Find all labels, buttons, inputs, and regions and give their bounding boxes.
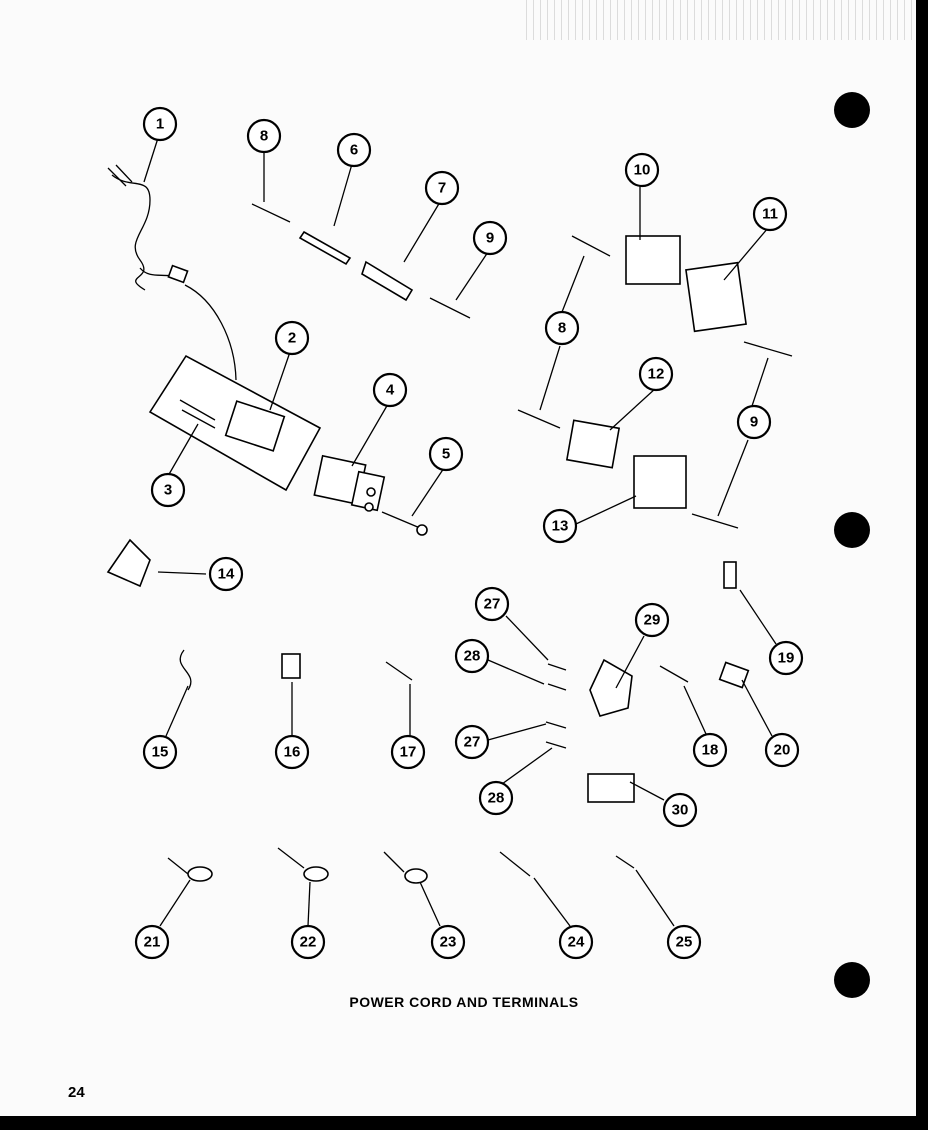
callout-27: 27 [474,586,510,622]
svg-text:12: 12 [648,366,665,383]
page-number: 24 [68,1084,85,1101]
svg-text:5: 5 [442,446,450,463]
svg-text:23: 23 [440,934,457,951]
part-6-7-8-9-row [251,203,471,319]
svg-text:6: 6 [350,142,358,159]
scan-border-bottom [0,1116,928,1130]
callout-27b: 27 [454,724,490,760]
callout-16: 16 [274,734,310,770]
svg-text:11: 11 [762,206,778,223]
callout-15: 15 [142,734,178,770]
callout-25: 25 [666,924,702,960]
callout-21: 21 [134,924,170,960]
svg-text:30: 30 [672,802,689,819]
svg-text:8: 8 [558,320,566,337]
svg-text:24: 24 [568,934,585,951]
diagram-caption: POWER CORD AND TERMINALS [349,994,579,1010]
part-1-power-cord [107,164,237,381]
callout-19: 19 [768,640,804,676]
svg-text:3: 3 [164,482,172,499]
svg-text:19: 19 [778,650,795,667]
callout-30: 30 [662,792,698,828]
part-12-13-connectors [517,409,739,529]
callout-5: 5 [428,436,464,472]
callout-8: 8 [246,118,282,154]
svg-text:16: 16 [284,744,301,761]
callout-14: 14 [208,556,244,592]
svg-text:29: 29 [644,612,661,629]
callout-4: 4 [372,372,408,408]
callout-6: 6 [336,132,372,168]
svg-text:9: 9 [750,414,758,431]
part-14-clip [106,538,151,588]
svg-text:4: 4 [386,382,395,399]
callout-9b: 9 [736,404,772,440]
svg-text:8: 8 [260,128,268,145]
callout-11: 11 [752,196,788,232]
svg-text:20: 20 [774,742,791,759]
ring-terminals [167,847,635,884]
part-2-3-inset [148,354,322,492]
callout-28: 28 [454,638,490,674]
svg-text:27: 27 [484,596,501,613]
part-5-terminal [381,511,428,536]
svg-text:17: 17 [400,744,417,761]
callout-8b: 8 [544,310,580,346]
svg-text:13: 13 [552,518,569,535]
callout-18: 18 [692,732,728,768]
svg-text:7: 7 [438,180,446,197]
svg-text:15: 15 [152,744,169,761]
svg-text:1: 1 [156,116,164,133]
svg-text:18: 18 [702,742,719,759]
callout-13: 13 [542,508,578,544]
callout-28b: 28 [478,780,514,816]
part-4-connector [313,454,386,512]
svg-text:25: 25 [676,934,693,951]
svg-text:21: 21 [144,934,161,951]
callout-20: 20 [764,732,800,768]
part-10-11-connectors [571,235,793,357]
svg-text:2: 2 [288,330,296,347]
small-terminals [179,561,750,803]
svg-text:28: 28 [488,790,505,807]
svg-text:22: 22 [300,934,317,951]
punch-hole-bottom [834,962,870,998]
callout-17: 17 [390,734,426,770]
leader-lines [143,137,777,927]
svg-text:14: 14 [218,566,235,583]
scan-border-right [916,0,928,1130]
callout-7: 7 [424,170,460,206]
callout-9: 9 [472,220,508,256]
punch-hole-middle [834,512,870,548]
svg-text:27: 27 [464,734,481,751]
svg-text:9: 9 [486,230,494,247]
svg-text:10: 10 [634,162,651,179]
callout-29: 29 [634,602,670,638]
scan-noise [520,0,920,40]
callout-10: 10 [624,152,660,188]
callouts: 1 2 3 4 5 6 7 8 9 10 11 8 9 12 13 14 15 … [134,106,804,960]
callout-22: 22 [290,924,326,960]
callout-2: 2 [274,320,310,356]
callout-1: 1 [142,106,178,142]
punch-hole-top [834,92,870,128]
callout-3: 3 [150,472,186,508]
callout-12: 12 [638,356,674,392]
callout-24: 24 [558,924,594,960]
callout-23: 23 [430,924,466,960]
svg-text:28: 28 [464,648,481,665]
